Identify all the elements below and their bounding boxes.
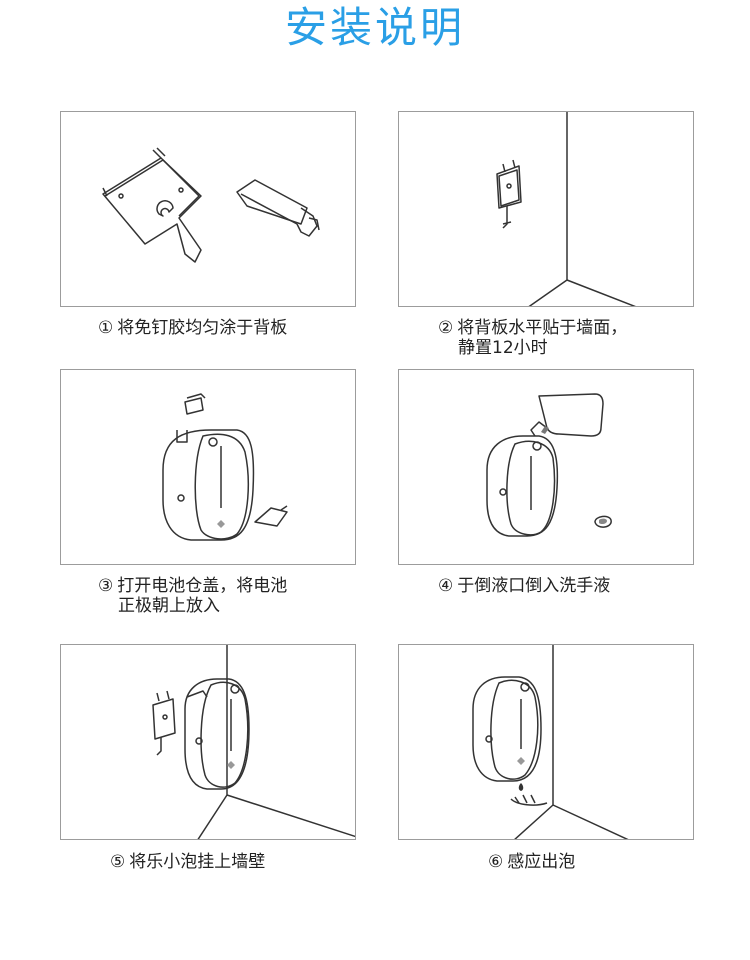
backplate-and-glue-drawing (102, 147, 320, 263)
sensor-foam-drawing (472, 645, 629, 839)
step-3-text-line-1: 打开电池仓盖，将电池 (117, 576, 288, 596)
step-6-text: 感应出泡 (507, 852, 576, 872)
hang-on-wall-drawing (152, 645, 355, 839)
step-4-number: ④ (438, 576, 454, 596)
step-3-illustration (60, 369, 356, 565)
step-5-illustration (60, 644, 356, 840)
step-2-text-line-2: 静置12小时 (458, 338, 548, 358)
step-2-illustration (398, 111, 694, 307)
step-1-text: 将免钉胶均匀涂于背板 (117, 318, 288, 338)
step-5-text: 将乐小泡挂上墙壁 (129, 852, 266, 872)
step-1-illustration (60, 111, 356, 307)
step-2-text-line-1: 将背板水平贴于墙面， (457, 318, 628, 338)
step-5-number: ⑤ (110, 852, 126, 872)
page-title: 安装说明 (284, 3, 465, 52)
backplate-on-wall-drawing (496, 112, 636, 306)
step-3-text-line-2: 正极朝上放入 (118, 596, 220, 616)
pour-liquid-drawing (486, 393, 612, 537)
step-4-text: 于倒液口倒入洗手液 (457, 576, 611, 596)
step-3-number: ③ (98, 576, 114, 596)
step-1-number: ① (98, 318, 114, 338)
step-6-illustration (398, 644, 694, 840)
step-2-number: ② (438, 318, 454, 338)
step-6-number: ⑥ (488, 852, 504, 872)
battery-install-drawing (162, 393, 288, 541)
step-4-illustration (398, 369, 694, 565)
